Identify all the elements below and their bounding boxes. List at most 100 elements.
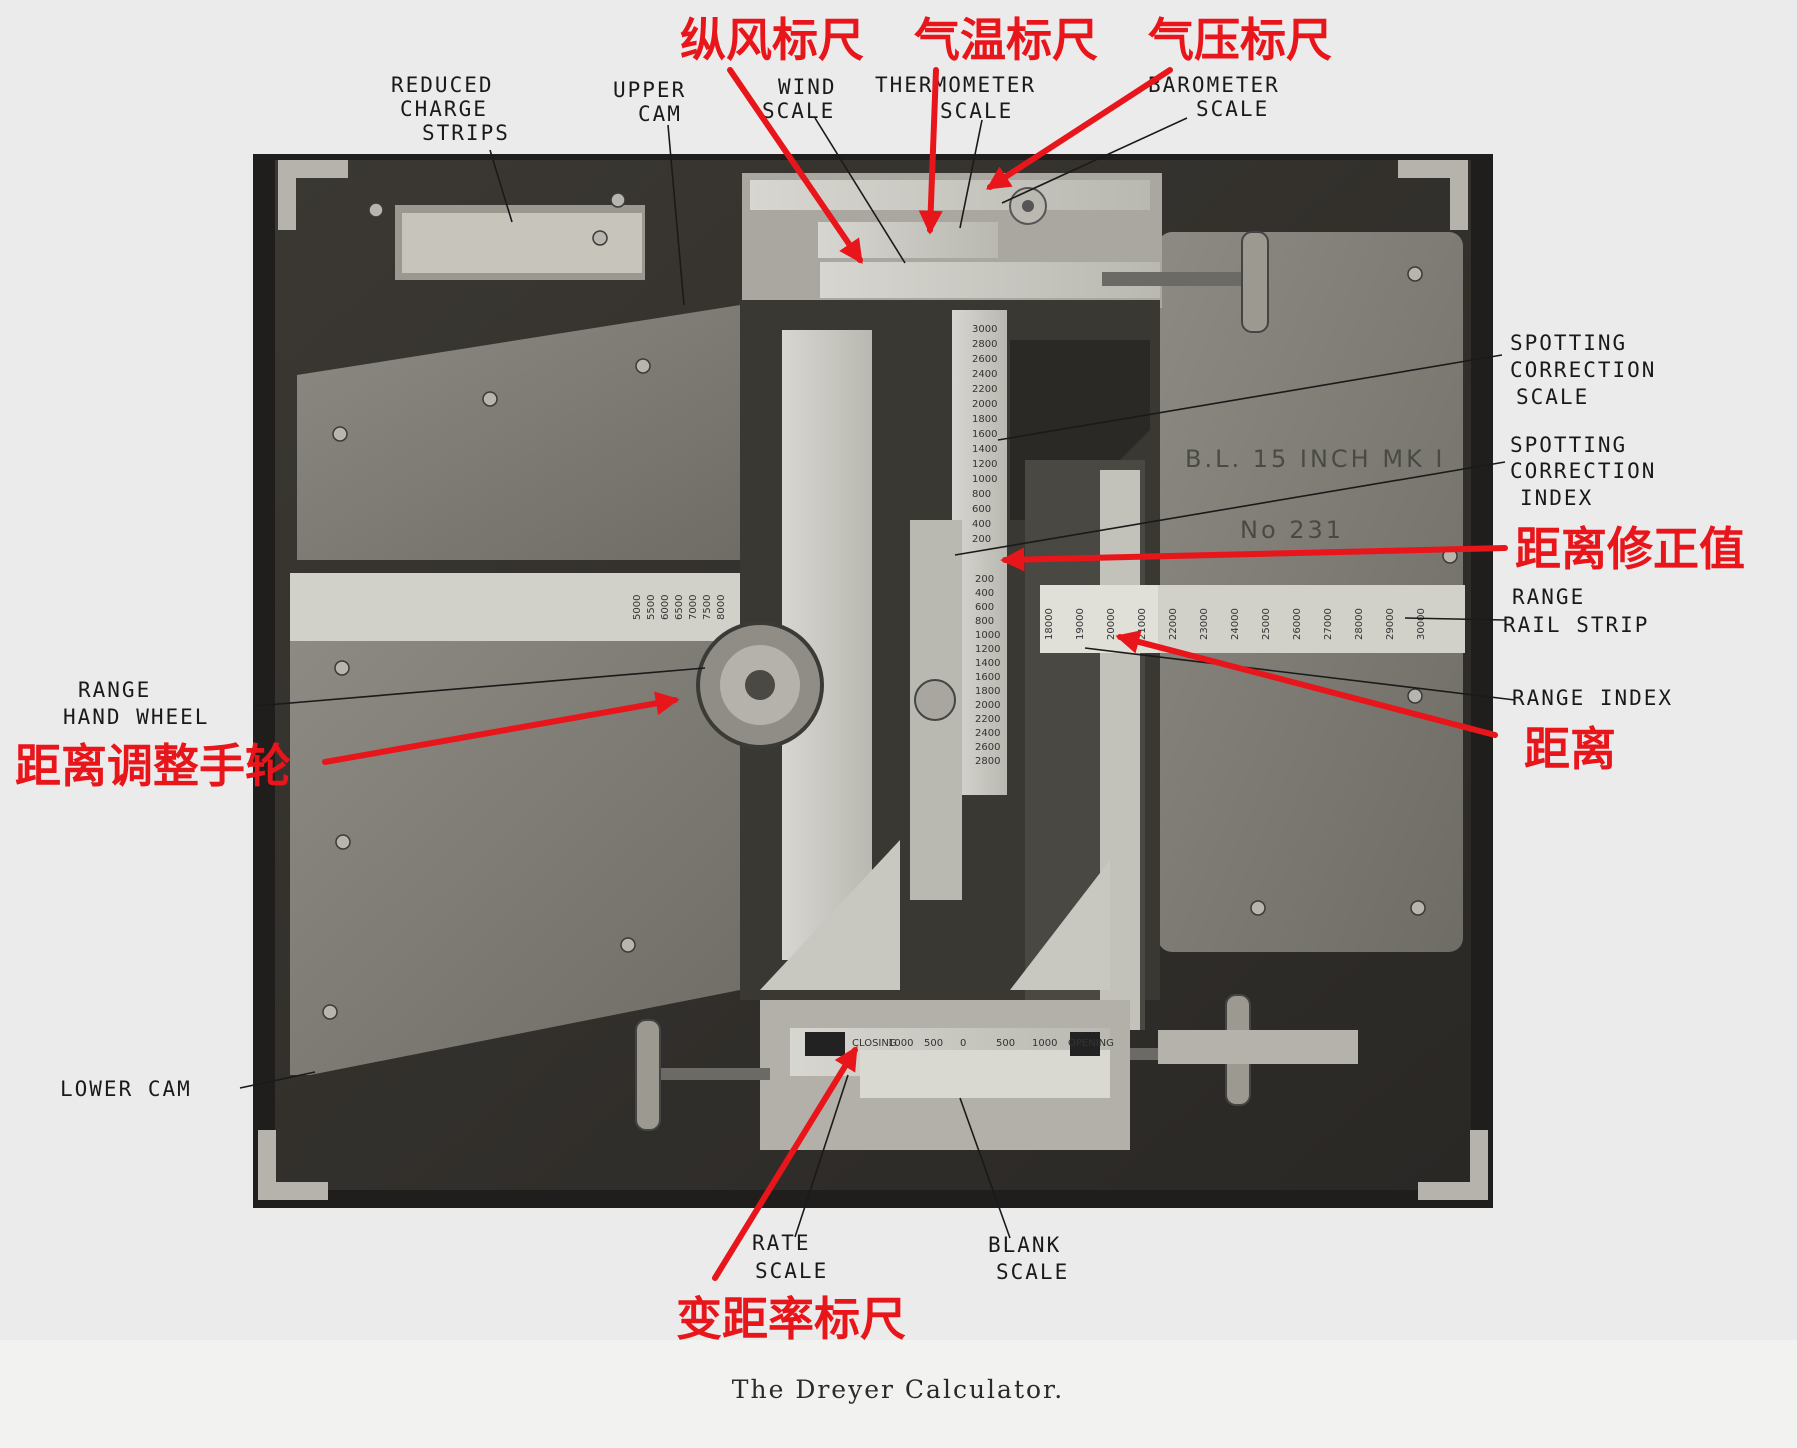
svg-text:REDUCED: REDUCED bbox=[391, 73, 494, 97]
spotting-tick-label: 400 bbox=[972, 519, 991, 530]
spotting-tick-label: 400 bbox=[975, 588, 994, 599]
svg-text:INDEX: INDEX bbox=[1520, 486, 1593, 510]
corner-bracket bbox=[258, 160, 1488, 1200]
range-tick-label: 28000 bbox=[1354, 608, 1365, 640]
spotting-tick-label: 1600 bbox=[972, 429, 997, 440]
svg-text:HAND WHEEL: HAND WHEEL bbox=[63, 705, 209, 729]
range-tick-label: 19000 bbox=[1075, 608, 1086, 640]
spotting-tick-label: 2800 bbox=[972, 339, 997, 350]
svg-text:SCALE: SCALE bbox=[940, 99, 1013, 123]
range-tick-label: 25000 bbox=[1261, 608, 1272, 640]
spotting-tick-label: 600 bbox=[972, 504, 991, 515]
range-tick-label: 23000 bbox=[1199, 608, 1210, 640]
rate-tick-label: 500 bbox=[924, 1038, 943, 1049]
spotting-tick-label: 2000 bbox=[972, 399, 997, 410]
label-range-hand-wheel: RANGE HAND WHEEL bbox=[63, 678, 209, 729]
spotting-tick-label: 3000 bbox=[972, 324, 997, 335]
cn-label-spotting-correction: 距离修正值 bbox=[1515, 522, 1745, 576]
label-range-rail-strip: RANGE RAIL STRIP bbox=[1503, 585, 1649, 637]
spotting-correction-lower-ticks: 2004006008001000120014001600180020002200… bbox=[975, 574, 1000, 767]
svg-text:RANGE INDEX: RANGE INDEX bbox=[1512, 686, 1673, 710]
range-tick-label: 5500 bbox=[646, 595, 657, 620]
range-tick-label: 29000 bbox=[1385, 608, 1396, 640]
label-barometer-scale: BAROMETER SCALE bbox=[1148, 73, 1278, 121]
svg-text:SPOTTING: SPOTTING bbox=[1510, 433, 1627, 457]
label-rate-scale: RATE SCALE bbox=[752, 1231, 828, 1283]
svg-text:SCALE: SCALE bbox=[1516, 385, 1589, 409]
rate-tick-label: 1000 bbox=[1032, 1038, 1057, 1049]
svg-text:SCALE: SCALE bbox=[1196, 97, 1269, 121]
spotting-tick-label: 2200 bbox=[975, 714, 1000, 725]
rate-tick-label: 0 bbox=[960, 1038, 966, 1049]
rate-tick-label: OPENING bbox=[1068, 1038, 1114, 1049]
range-tick-label: 22000 bbox=[1168, 608, 1179, 640]
spotting-correction-scale-ticks: 3000280026002400220020001800160014001200… bbox=[972, 324, 997, 545]
spotting-tick-label: 1800 bbox=[975, 686, 1000, 697]
range-tick-label: 7000 bbox=[688, 595, 699, 620]
spotting-tick-label: 1000 bbox=[975, 630, 1000, 641]
screw-heads bbox=[322, 192, 1458, 1020]
spotting-tick-label: 1200 bbox=[972, 459, 997, 470]
spotting-tick-label: 2800 bbox=[975, 756, 1000, 767]
spotting-tick-label: 1000 bbox=[972, 474, 997, 485]
label-lower-cam: LOWER CAM bbox=[60, 1077, 190, 1101]
svg-text:WIND: WIND bbox=[778, 75, 837, 99]
range-tick-label: 8000 bbox=[716, 595, 727, 620]
label-upper-cam: UPPER CAM bbox=[613, 78, 686, 126]
svg-text:RANGE: RANGE bbox=[78, 678, 151, 702]
cn-label-barometer-scale: 气压标尺 bbox=[1148, 13, 1332, 67]
range-tick-label: 7500 bbox=[702, 595, 713, 620]
label-reduced-charge-strips: REDUCED CHARGE STRIPS bbox=[391, 73, 510, 145]
rate-tick-label: 500 bbox=[996, 1038, 1015, 1049]
svg-text:CORRECTION: CORRECTION bbox=[1510, 358, 1656, 382]
svg-text:CAM: CAM bbox=[638, 102, 682, 126]
range-tick-label: 27000 bbox=[1323, 608, 1334, 640]
english-labels: REDUCED CHARGE STRIPS UPPER CAM WIND SCA… bbox=[60, 73, 1673, 1284]
label-spotting-correction-index: SPOTTING CORRECTION INDEX bbox=[1510, 433, 1654, 510]
range-tick-label: 6000 bbox=[660, 595, 671, 620]
svg-text:UPPER: UPPER bbox=[613, 78, 686, 102]
range-tick-label: 21000 bbox=[1137, 608, 1148, 640]
cn-label-thermometer-scale: 气温标尺 bbox=[914, 13, 1098, 67]
spotting-tick-label: 1400 bbox=[975, 658, 1000, 669]
rate-tick-label: CLOSING bbox=[852, 1038, 897, 1049]
label-range-index: RANGE INDEX bbox=[1512, 686, 1673, 710]
spotting-tick-label: 2400 bbox=[972, 369, 997, 380]
svg-text:RAIL STRIP: RAIL STRIP bbox=[1503, 613, 1649, 637]
svg-text:SCALE: SCALE bbox=[762, 99, 835, 123]
spotting-tick-label: 2600 bbox=[972, 354, 997, 365]
range-tick-label: 6500 bbox=[674, 595, 685, 620]
english-leader-lines bbox=[239, 117, 1516, 1239]
rate-tick-label: 1000 bbox=[888, 1038, 913, 1049]
label-spotting-correction-scale: SPOTTING CORRECTION SCALE bbox=[1510, 331, 1656, 409]
serial-engraving: No 231 bbox=[1240, 516, 1344, 544]
svg-text:CHARGE: CHARGE bbox=[400, 97, 488, 121]
svg-text:STRIPS: STRIPS bbox=[422, 121, 510, 145]
svg-text:RANGE: RANGE bbox=[1512, 585, 1585, 609]
cn-label-range-hand-wheel: 距离调整手轮 bbox=[15, 739, 291, 793]
spotting-tick-label: 1400 bbox=[972, 444, 997, 455]
spotting-tick-label: 200 bbox=[975, 574, 994, 585]
range-tick-label: 24000 bbox=[1230, 608, 1241, 640]
spotting-tick-label: 2600 bbox=[975, 742, 1000, 753]
cn-label-range: 距离 bbox=[1524, 722, 1616, 776]
svg-text:SPOTTING: SPOTTING bbox=[1510, 331, 1627, 355]
label-thermometer-scale: THERMOMETER SCALE bbox=[875, 73, 1034, 123]
cn-label-rate-scale: 变距率标尺 bbox=[676, 1292, 906, 1346]
svg-text:RATE: RATE bbox=[752, 1231, 811, 1255]
gun-engraving: B.L. 15 INCH MK I bbox=[1185, 445, 1446, 473]
svg-text:SCALE: SCALE bbox=[755, 1259, 828, 1283]
range-tick-label: 26000 bbox=[1292, 608, 1303, 640]
label-blank-scale: BLANK SCALE bbox=[988, 1233, 1067, 1284]
spotting-tick-label: 600 bbox=[975, 602, 994, 613]
chinese-labels: 纵风标尺 气温标尺 气压标尺 距离修正值 距离 距离调整手轮 变距率标尺 bbox=[15, 13, 1745, 1346]
red-annotation-arrows bbox=[322, 67, 1508, 1281]
spotting-tick-label: 2200 bbox=[972, 384, 997, 395]
figure-caption: The Dreyer Calculator. bbox=[732, 1375, 1064, 1404]
spotting-tick-label: 2400 bbox=[975, 728, 1000, 739]
calculator-device: B.L. 15 INCH MK I No 231 bbox=[253, 154, 1493, 1208]
